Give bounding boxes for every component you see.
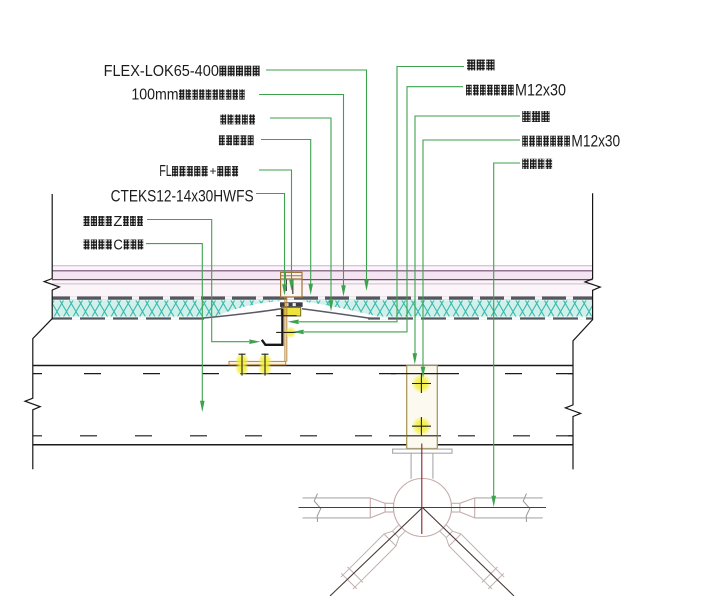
svg-text:Z: Z bbox=[113, 213, 122, 230]
svg-text:100mm: 100mm bbox=[131, 86, 178, 103]
svg-text:FL: FL bbox=[159, 163, 172, 180]
svg-text:M12x30: M12x30 bbox=[515, 82, 566, 100]
svg-text:CTEKS12-14x30HWFS: CTEKS12-14x30HWFS bbox=[111, 187, 254, 206]
svg-text:+: + bbox=[210, 164, 217, 178]
svg-text:M12x30: M12x30 bbox=[571, 133, 620, 151]
svg-text:C: C bbox=[113, 237, 123, 254]
svg-text:FLEX-LOK65-400: FLEX-LOK65-400 bbox=[104, 63, 220, 80]
